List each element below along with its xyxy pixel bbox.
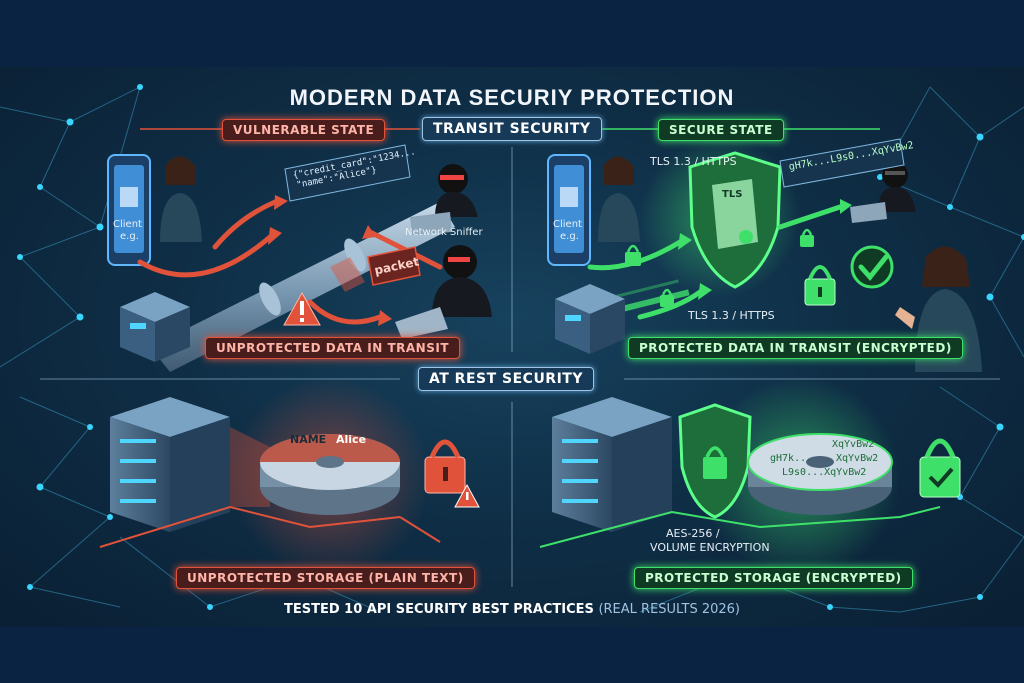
disk-name-label: NAME xyxy=(290,433,327,446)
cipher-line-3: XqYvBw2 xyxy=(836,453,879,464)
server-cube-right xyxy=(555,284,625,354)
volume-encryption-label: VOLUME ENCRYPTION xyxy=(650,541,770,554)
phone-left xyxy=(107,154,151,266)
server-cube-left xyxy=(120,292,190,362)
woman-right-top xyxy=(598,156,640,242)
secure-state-label: SECURE STATE xyxy=(658,119,784,141)
padlocks-transit xyxy=(625,228,814,307)
protected-transit-caption: PROTECTED DATA IN TRANSIT (ENCRYPTED) xyxy=(628,337,963,359)
network-nodes xyxy=(17,84,1024,610)
vulnerable-state-label: VULNERABLE STATE xyxy=(222,119,386,141)
red-floor-lines xyxy=(99,505,441,548)
aes-label: AES-256 / xyxy=(666,527,720,540)
client-sub-right: e.g. xyxy=(560,231,579,242)
green-shield-storage xyxy=(678,403,752,519)
footer-main: TESTED 10 API SECURITY BEST PRACTICES xyxy=(284,602,594,617)
red-arrowheads xyxy=(268,195,392,326)
big-padlock-transit xyxy=(804,265,836,306)
disk-right xyxy=(747,433,893,515)
client-label-right: Client xyxy=(553,219,582,230)
cipher-line-4: L9s0...XqYvBw2 xyxy=(782,467,867,478)
check-badge xyxy=(850,245,894,289)
at-rest-security-heading: AT REST SECURITY xyxy=(418,367,594,391)
tls-doc-label: TLS xyxy=(722,189,743,200)
client-label-left: Client xyxy=(113,219,142,230)
footer-caption: TESTED 10 API SECURITY BEST PRACTICES (R… xyxy=(0,602,1024,617)
hacker-top xyxy=(410,164,478,235)
transit-security-heading: TRANSIT SECURITY xyxy=(422,117,602,141)
disk-left xyxy=(260,434,400,515)
protected-storage-caption: PROTECTED STORAGE (ENCRYPTED) xyxy=(634,567,913,589)
payload-bubble xyxy=(284,144,411,202)
hacker-right xyxy=(850,162,916,223)
bottom-band xyxy=(0,627,1024,683)
pipe-left xyxy=(150,202,455,372)
top-band xyxy=(0,0,1024,67)
disk-value-label: Alice xyxy=(336,433,367,446)
cipher-bubble xyxy=(779,138,905,188)
green-floor-lines xyxy=(539,506,941,548)
hacker-bottom xyxy=(395,245,492,339)
packet-tag xyxy=(367,246,421,286)
tls-label-bottom: TLS 1.3 / HTTPS xyxy=(688,309,775,322)
page-title: MODERN DATA SECURIY PROTECTION xyxy=(289,85,735,110)
background-artwork xyxy=(0,84,1024,613)
unprotected-storage-caption: UNPROTECTED STORAGE (PLAIN TEXT) xyxy=(176,567,475,589)
warning-padlock xyxy=(424,439,480,508)
cipher-line-1: XqYvBw2 xyxy=(832,439,875,450)
unprotected-transit-caption: UNPROTECTED DATA IN TRANSIT xyxy=(205,337,461,359)
green-padlock-storage xyxy=(919,438,961,498)
phone-right xyxy=(547,154,591,266)
red-arrows xyxy=(137,199,443,325)
cipher-line-2: gH7k... xyxy=(770,453,813,464)
network-sniffer-label: Network Sniffer xyxy=(405,227,483,238)
green-shield-transit xyxy=(688,151,782,289)
warning-triangle-left xyxy=(283,291,321,326)
tls-label-top: TLS 1.3 / HTTPS xyxy=(650,155,737,168)
server-rack-right xyxy=(552,397,672,532)
footer-accent: (REAL RESULTS 2026) xyxy=(598,602,740,617)
server-rack-left xyxy=(110,397,230,532)
client-sub-left: e.g. xyxy=(120,231,139,242)
green-arrowheads xyxy=(678,199,852,300)
security-infographic: MODERN DATA SECURIY PROTECTION VULNERABL… xyxy=(0,67,1024,627)
woman-left xyxy=(160,156,202,242)
